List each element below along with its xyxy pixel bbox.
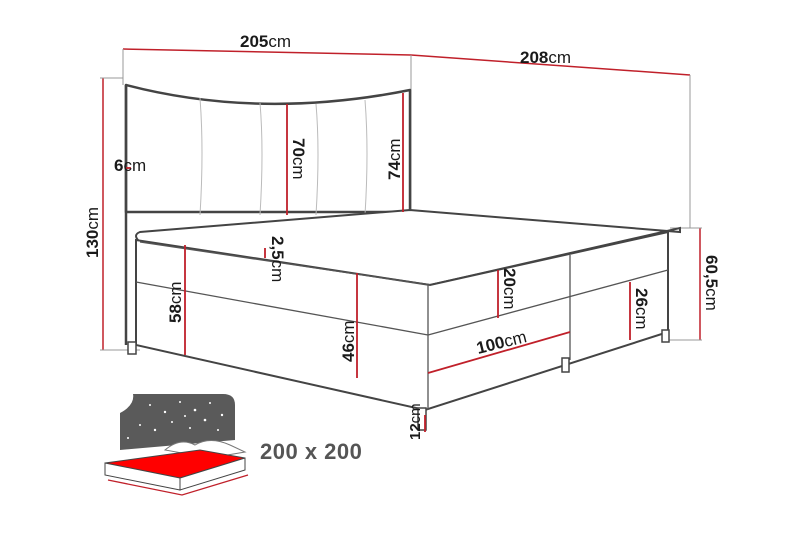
dimension-box-height: 26cm [632,288,651,330]
dimension-headboard-side: 74cm [385,138,404,180]
headboard-channels [199,97,368,216]
dimension-topper: 2,5cm [268,236,287,283]
headboard [124,83,412,345]
dimension-side-height: 60,5cm [702,255,721,311]
dimension-headboard-thickness: 6cm [114,156,147,175]
dimension-bed-height-front: 58cm [166,281,185,323]
bed-night-stars-icon [104,394,249,496]
inner-dimension-lines [126,93,631,432]
dimension-headboard-center: 70cm [289,138,308,180]
dimension-total-length: 208cm [520,48,572,67]
dimension-total-height: 130cm [83,206,102,258]
bed-legs [127,329,670,431]
top-dimension-lines [102,48,701,350]
bed-base [135,208,681,412]
dimension-base-height: 46cm [339,320,358,362]
dimension-mattress-height: 20cm [500,268,519,310]
dimension-total-width: 205cm [240,32,292,51]
sleeping-area-size: 200 x 200 [260,439,363,464]
dimension-leg-height: 12cm [407,403,424,440]
